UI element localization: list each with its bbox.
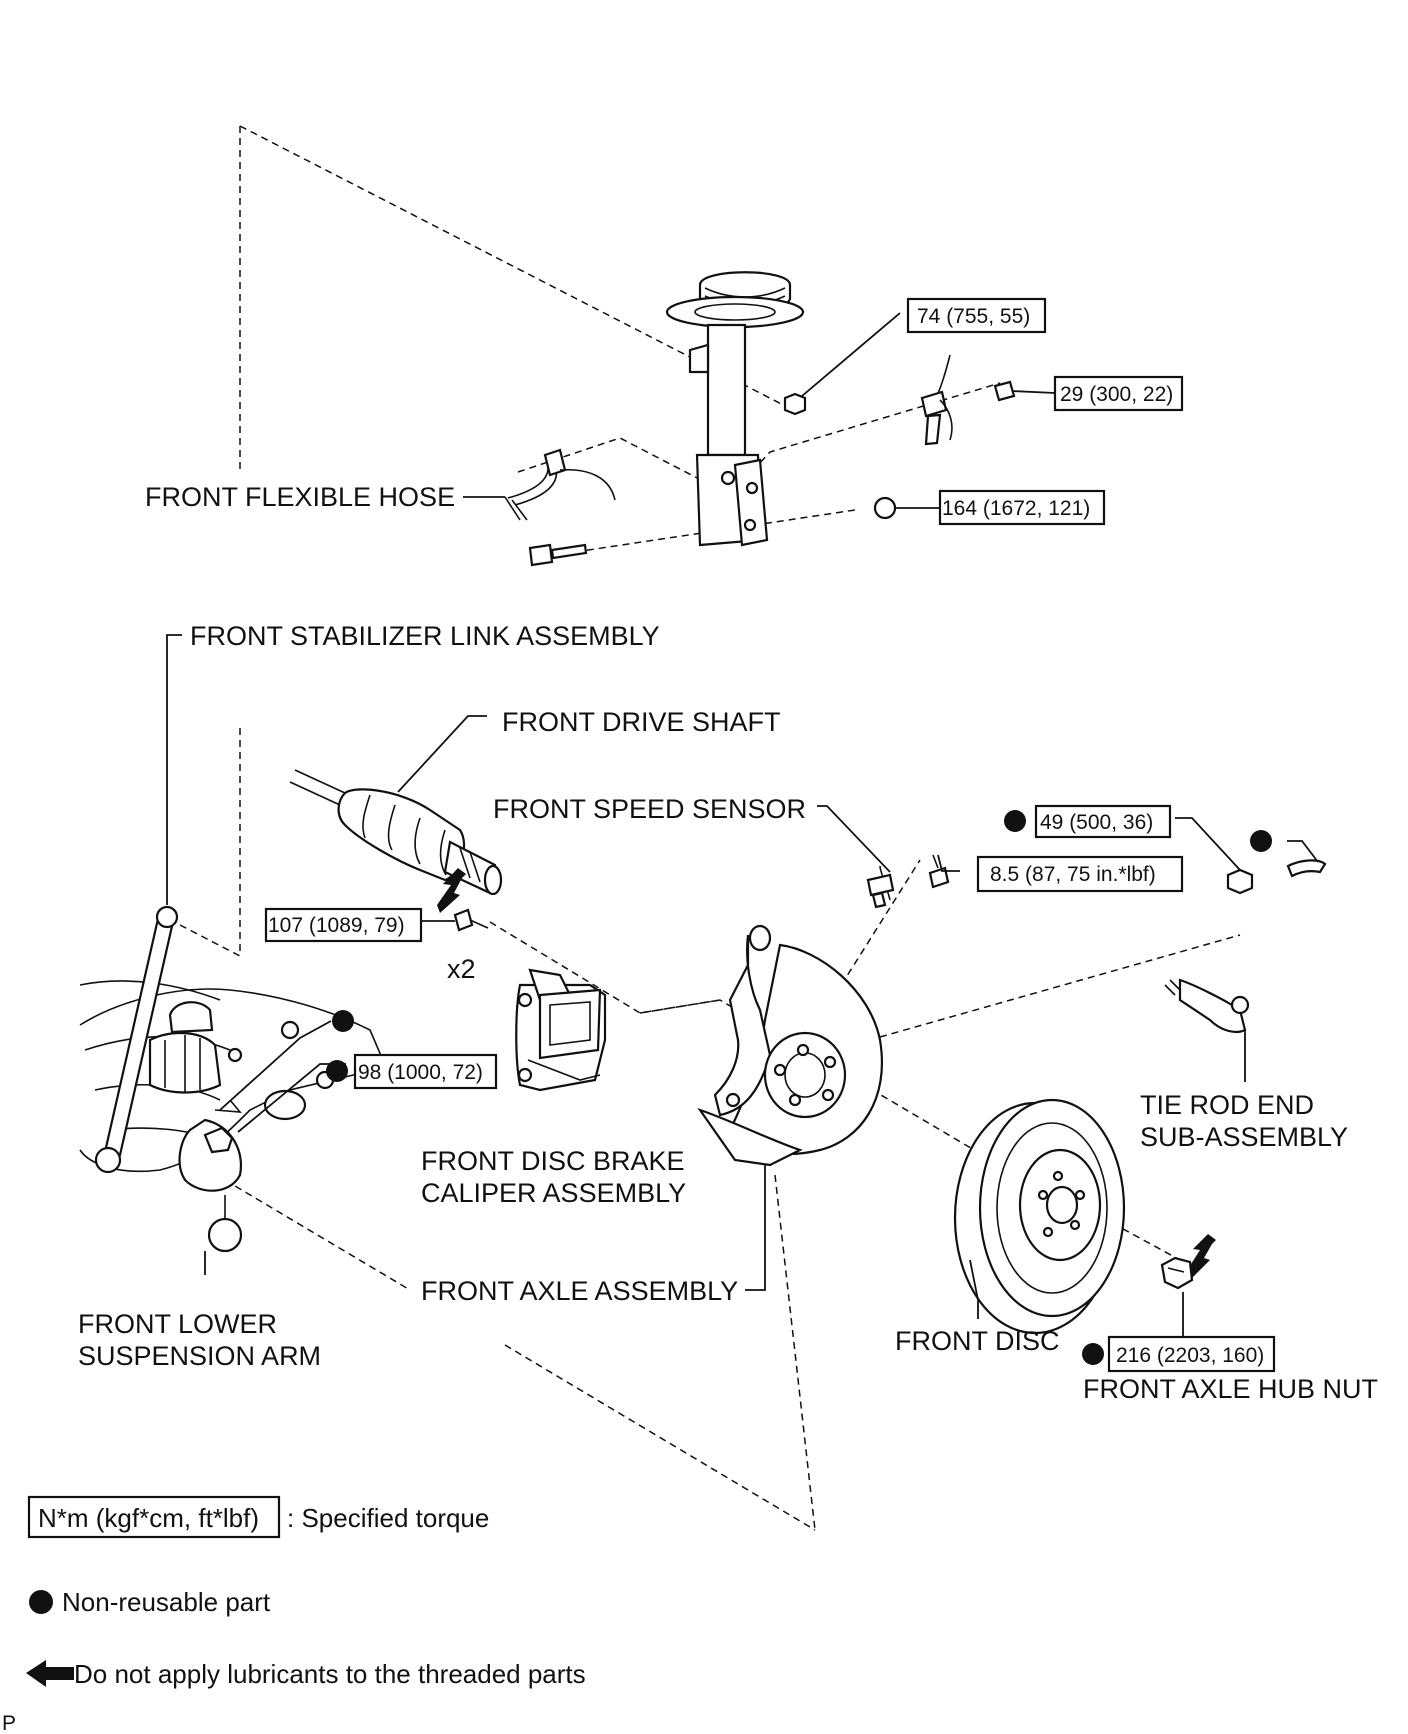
label-corner: P: [2, 1712, 16, 1734]
non-reusable-dot-icon: [1004, 810, 1026, 832]
non-reusable-dot-icon: [29, 1590, 53, 1614]
legend: N*m (kgf*cm, ft*lbf) : Specified torque …: [26, 1495, 586, 1689]
torque-strut-bolt: 164 (1672, 121): [942, 497, 1090, 520]
legend-no-lubricant: Do not apply lubricants to the threaded …: [74, 1659, 586, 1689]
front-disc-brake-caliper: [515, 968, 607, 1092]
torque-tie-rod-nut: 49 (500, 36): [1040, 811, 1153, 834]
front-stabilizer-link: [94, 905, 179, 1174]
torque-speed-sensor-bolt: 8.5 (87, 75 in.*lbf): [990, 863, 1156, 886]
torque-hub-nut: 216 (2203, 160): [1116, 1344, 1264, 1367]
front-shock-absorber-strut: [665, 271, 805, 547]
non-reusable-dots: [326, 810, 1272, 1365]
front-axle-assembly: [697, 924, 883, 1167]
non-reusable-dot-icon: [1082, 1343, 1104, 1365]
legend-torque-desc: : Specified torque: [287, 1503, 489, 1533]
torque-strut-nut: 74 (755, 55): [917, 305, 1030, 328]
label-hub-nut: FRONT AXLE HUB NUT: [1083, 1374, 1378, 1404]
legend-nonreusable: Non-reusable part: [62, 1587, 271, 1617]
label-caliper-1: FRONT DISC BRAKE: [421, 1146, 685, 1176]
no-lubricant-arrow-icon: [437, 868, 1216, 1280]
front-flexible-hose: [504, 448, 616, 521]
label-speed-sensor: FRONT SPEED SENSOR: [493, 794, 806, 824]
label-tie-rod-end-1: TIE ROD END: [1140, 1090, 1314, 1120]
strut-hardware: [528, 392, 897, 567]
front-disc: [953, 1098, 1126, 1335]
label-axle-assembly: FRONT AXLE ASSEMBLY: [421, 1276, 738, 1306]
torque-specs: 74 (755, 55) 29 (300, 22) 164 (1672, 121…: [264, 297, 1276, 1373]
tie-rod-end: [1164, 859, 1327, 1034]
front-drive-shaft: [289, 769, 503, 896]
label-x2: x2: [447, 954, 476, 984]
front-speed-sensor: [866, 854, 950, 909]
front-lower-suspension-arm: [79, 980, 387, 1253]
label-lower-arm-2: SUSPENSION ARM: [78, 1341, 321, 1371]
no-lubricant-arrow-icon: [26, 1660, 74, 1687]
non-reusable-dot-icon: [326, 1060, 348, 1082]
label-drive-shaft: FRONT DRIVE SHAFT: [502, 707, 781, 737]
legend-torque-box: N*m (kgf*cm, ft*lbf): [38, 1503, 259, 1533]
label-caliper-2: CALIPER ASSEMBLY: [421, 1178, 686, 1208]
non-reusable-dot-icon: [1250, 830, 1272, 852]
label-tie-rod-end-2: SUB-ASSEMBLY: [1140, 1122, 1348, 1152]
torque-sensor-bracket-bolt: 29 (300, 22): [1060, 383, 1173, 406]
front-axle-hub-nut: [1160, 1256, 1194, 1290]
torque-caliper-bolt: 107 (1089, 79): [268, 914, 405, 937]
label-lower-arm-1: FRONT LOWER: [78, 1309, 277, 1339]
non-reusable-dot-icon: [332, 1010, 354, 1032]
label-flexible-hose: FRONT FLEXIBLE HOSE: [145, 482, 455, 512]
torque-lower-arm-nut: 98 (1000, 72): [358, 1061, 483, 1084]
label-front-disc: FRONT DISC: [895, 1326, 1060, 1356]
sensor-wire-bracket: [920, 354, 1016, 446]
part-labels: FRONT FLEXIBLE HOSE FRONT STABILIZER LIN…: [2, 482, 1378, 1734]
label-stabilizer-link: FRONT STABILIZER LINK ASSEMBLY: [190, 621, 660, 651]
caliper-bolt: [453, 908, 489, 932]
